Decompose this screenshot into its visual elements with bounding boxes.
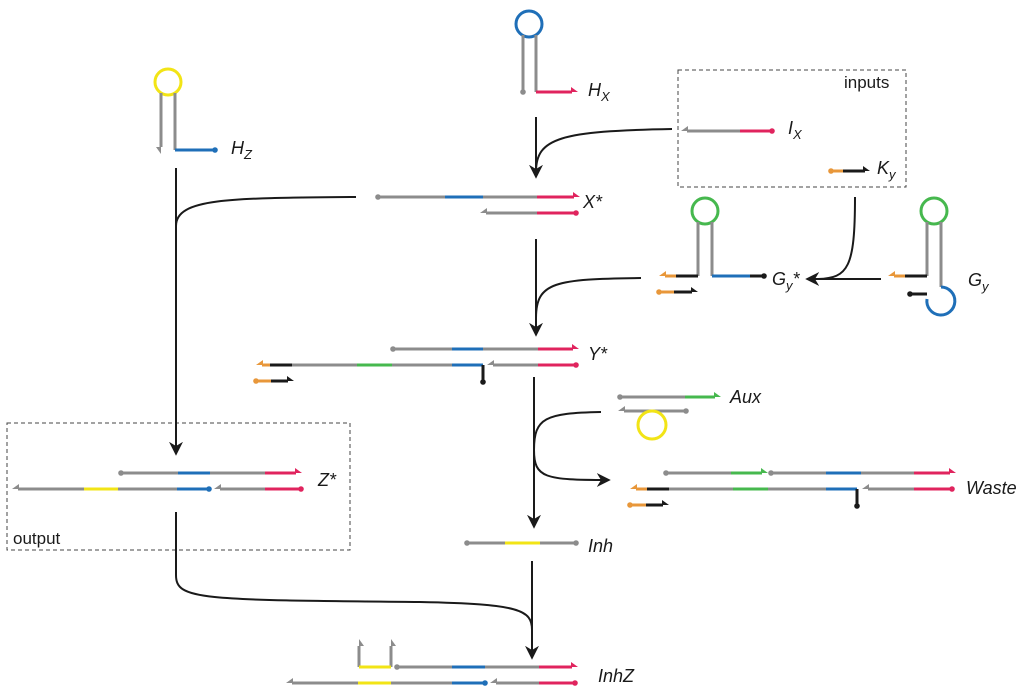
strand-tip	[949, 468, 956, 473]
arrow-to-waste	[533, 449, 611, 487]
strand-end-dot	[212, 147, 218, 153]
strand-tip	[714, 392, 721, 397]
arrows-layer	[169, 117, 881, 660]
strand-end-dot	[573, 210, 579, 216]
strand-tip	[888, 271, 895, 276]
label-inhz: InhZ	[598, 666, 635, 686]
hairpin-loop-icon	[153, 67, 183, 97]
strand-end-dot	[520, 89, 526, 95]
strand-tip	[571, 87, 578, 92]
strand-end-dot	[949, 486, 955, 492]
strand-end-dot	[854, 503, 860, 509]
strand-tip	[862, 484, 869, 489]
strand-tip	[662, 500, 669, 505]
strand-tip	[256, 360, 263, 365]
strand-end-dot	[683, 408, 689, 414]
hairpin-blue-loop-icon	[925, 285, 957, 317]
arrow-gystar-merge	[535, 277, 642, 319]
strands-layer	[12, 9, 957, 686]
strand-tip	[286, 678, 293, 683]
strand-tip	[490, 678, 497, 683]
strand-end-dot	[480, 379, 486, 385]
strand-tip	[659, 271, 666, 276]
strand-end-dot	[907, 291, 913, 297]
label-gy: Gy	[968, 270, 990, 294]
arrow-aux-merge	[533, 411, 602, 451]
label-x-star: X*	[582, 192, 603, 212]
strand-tip	[761, 468, 768, 473]
strand-end-dot	[761, 273, 767, 279]
arrow-xstar-merge	[175, 196, 357, 227]
strand-tip	[12, 484, 19, 489]
strand-tip	[359, 639, 364, 646]
strand-end-dot	[573, 540, 579, 546]
hairpin-loop-icon	[636, 409, 668, 441]
label-hx: HX	[588, 80, 611, 104]
strand-tip	[480, 208, 487, 213]
strand-tip	[681, 126, 688, 131]
output-box-label: output	[13, 529, 61, 548]
hairpin-loop-icon	[514, 9, 544, 39]
strand-end-dot	[298, 486, 304, 492]
strand-tip	[573, 192, 580, 197]
output-box	[6, 422, 351, 551]
strand-tip	[863, 166, 870, 171]
label-waste: Waste	[966, 478, 1017, 498]
label-hz: HZ	[231, 138, 253, 162]
inputs-box-label: inputs	[844, 73, 889, 92]
label-ky: Ky	[877, 158, 897, 182]
strand-tip	[618, 406, 625, 411]
strand-end-dot	[573, 362, 579, 368]
arrow-ix-merge	[535, 128, 673, 173]
inputs-box	[677, 69, 907, 188]
hairpin-loop-icon	[919, 196, 949, 226]
strand-tip	[287, 376, 294, 381]
strand-tip	[295, 468, 302, 473]
arrow-zstar-to-inhz	[175, 512, 533, 631]
strand-tip	[391, 639, 396, 646]
strand-tip	[571, 662, 578, 667]
label-inh: Inh	[588, 536, 613, 556]
hairpin-loop-icon	[690, 196, 720, 226]
label-y-star: Y*	[588, 344, 608, 364]
strand-tip	[156, 147, 161, 154]
strand-end-dot	[572, 680, 578, 686]
strand-tip	[214, 484, 221, 489]
strand-tip	[630, 484, 637, 489]
strand-end-dot	[482, 680, 488, 686]
strand-end-dot	[769, 128, 775, 134]
strand-tip	[487, 360, 494, 365]
label-ix: IX	[788, 118, 803, 142]
strand-tip	[691, 287, 698, 292]
strand-end-dot	[206, 486, 212, 492]
label-aux: Aux	[729, 387, 762, 407]
strand-tip	[572, 344, 579, 349]
arrow-ky-merge	[817, 196, 856, 280]
label-gy-star: Gy*	[772, 269, 801, 293]
label-z-star: Z*	[317, 470, 337, 490]
